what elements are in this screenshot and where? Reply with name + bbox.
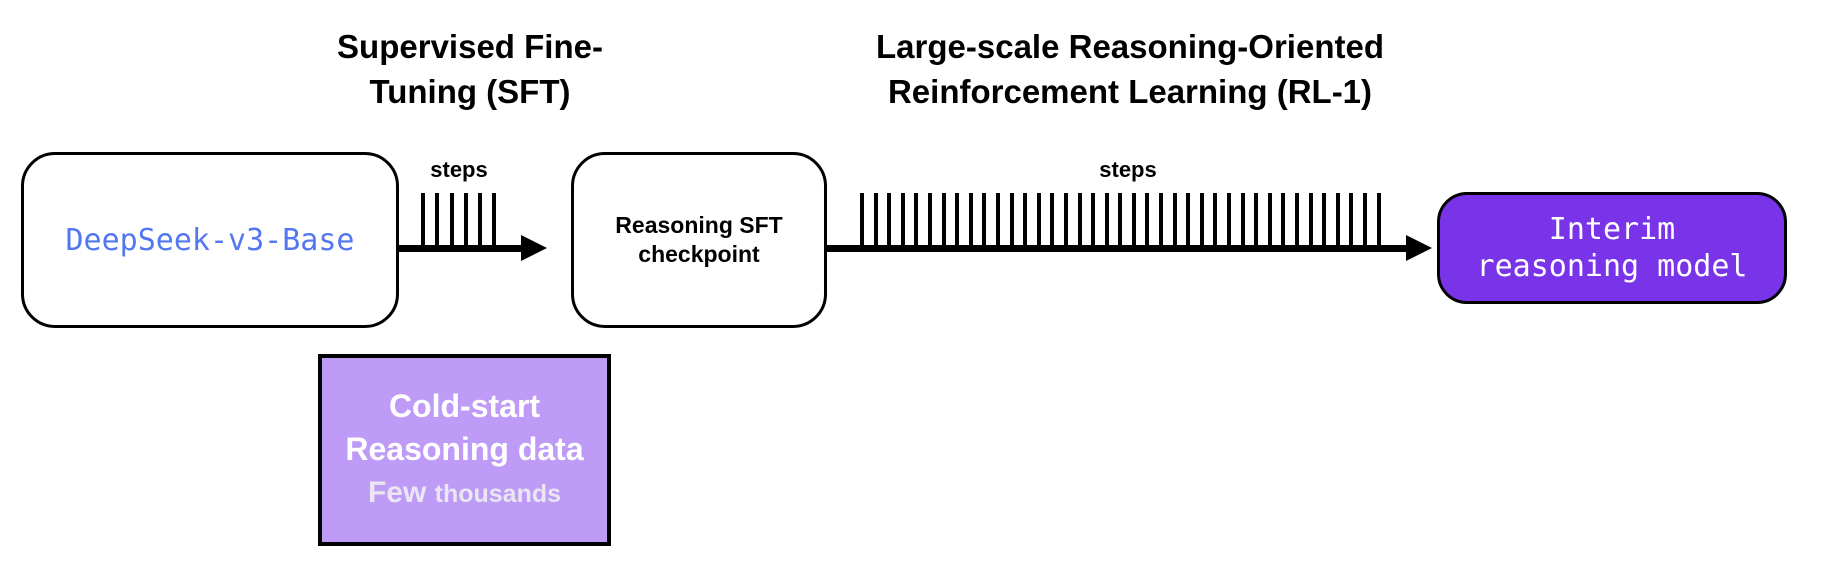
step-tick (941, 193, 946, 248)
step-tick (1104, 193, 1109, 248)
node-interim-reasoning-model: Interim reasoning model (1437, 192, 1787, 304)
step-tick (1281, 193, 1286, 248)
step-tick (492, 193, 497, 248)
step-tick (1023, 193, 1028, 248)
step-tick (1186, 193, 1191, 248)
step-tick (1254, 193, 1259, 248)
step-tick (1240, 193, 1245, 248)
step-tick (1131, 193, 1136, 248)
step-tick (1077, 193, 1082, 248)
node-interim-reasoning-model-line2: reasoning model (1476, 249, 1748, 284)
stage-title-sft-line1: Supervised Fine- (337, 28, 603, 65)
rl-steps-label: steps (1099, 157, 1157, 182)
step-tick (1199, 193, 1204, 248)
step-tick (1362, 193, 1367, 248)
cold-start-thousands-text: thousands (434, 479, 562, 508)
node-interim-reasoning-model-line1: Interim (1548, 212, 1676, 247)
step-tick (900, 193, 905, 248)
step-tick (1145, 193, 1150, 248)
step-tick (1349, 193, 1354, 248)
step-tick (968, 193, 973, 248)
stage-title-rl-line1: Large-scale Reasoning-Oriented (876, 28, 1384, 65)
node-reasoning-sft-checkpoint-line1: Reasoning SFT (615, 212, 783, 238)
step-tick (1322, 193, 1327, 248)
step-tick (1091, 193, 1096, 248)
sft-arrow-head-icon (521, 235, 547, 261)
step-tick (1267, 193, 1272, 248)
step-tick (463, 193, 468, 248)
step-tick (478, 193, 483, 248)
step-tick (1118, 193, 1123, 248)
node-reasoning-sft-checkpoint-line2: checkpoint (638, 241, 760, 267)
rl-arrow-head-icon (1406, 235, 1432, 261)
step-tick (1009, 193, 1014, 248)
step-tick (1308, 193, 1313, 248)
step-tick (1376, 193, 1381, 248)
sft-arrow-line (399, 245, 523, 252)
node-deepseek-v3-base: DeepSeek-v3-Base (21, 152, 399, 328)
stage-title-rl: Large-scale Reasoning-Oriented Reinforce… (876, 24, 1384, 114)
step-tick (1295, 193, 1299, 248)
step-tick (1063, 193, 1068, 248)
step-tick (421, 193, 425, 248)
step-tick (927, 193, 932, 248)
stage-title-rl-line2: Reinforcement Learning (RL-1) (887, 73, 1373, 110)
node-cold-start-line2: Reasoning data (345, 430, 584, 467)
step-tick (1036, 193, 1041, 248)
step-tick (873, 193, 878, 248)
step-tick (435, 193, 440, 248)
step-tick (860, 193, 864, 248)
step-tick (955, 193, 960, 248)
node-cold-start-line1: Cold-start (388, 387, 541, 424)
cold-start-few-text: Few (367, 475, 427, 509)
node-deepseek-v3-base-label: DeepSeek-v3-Base (65, 222, 355, 258)
step-tick (1050, 193, 1055, 248)
rl-step-ticks (860, 193, 1381, 248)
step-tick (1213, 193, 1218, 248)
rl-arrow-line (827, 245, 1406, 252)
step-tick (887, 193, 892, 248)
step-tick (449, 193, 454, 248)
node-reasoning-sft-checkpoint: Reasoning SFT checkpoint (571, 152, 827, 328)
stage-title-sft: Supervised Fine- Tuning (SFT) (337, 24, 603, 114)
sft-steps-label: steps (430, 157, 488, 182)
step-tick (1227, 193, 1232, 248)
node-cold-start-line3: Few thousands (368, 471, 561, 516)
node-cold-start-data: Cold-start Reasoning data Few thousands (318, 354, 611, 546)
step-tick (1159, 193, 1164, 248)
step-tick (1335, 193, 1340, 248)
step-tick (914, 193, 919, 248)
sft-step-ticks (421, 193, 497, 248)
step-tick (995, 193, 1000, 248)
stage-title-sft-line2: Tuning (SFT) (369, 73, 571, 110)
step-tick (1172, 193, 1177, 248)
step-tick (982, 193, 987, 248)
